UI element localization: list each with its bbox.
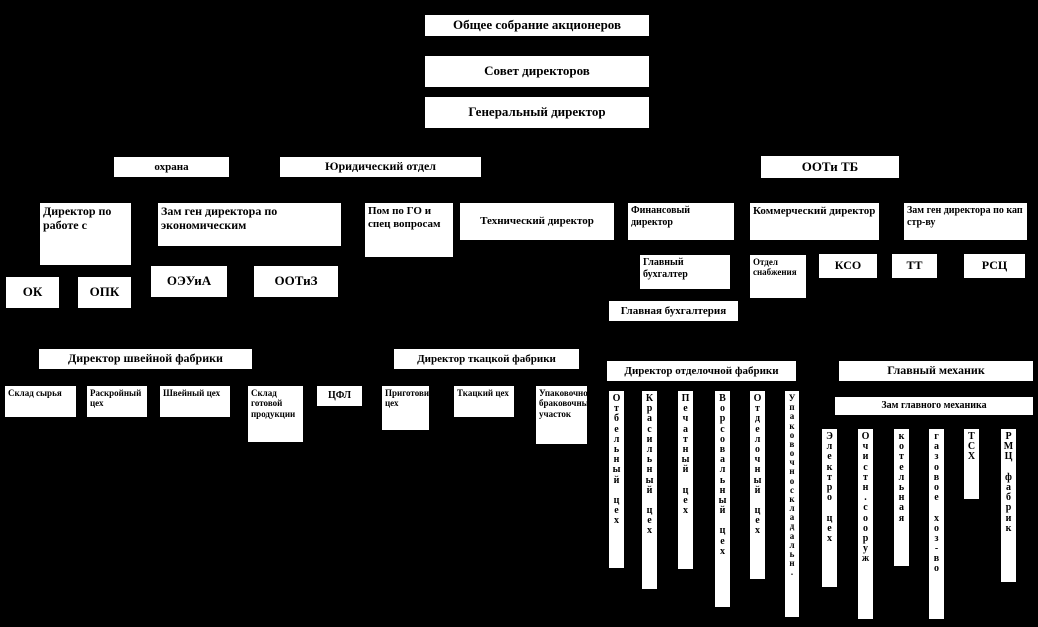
node-kso: КСО [818,253,878,279]
node-deputy-chief-mechanic: Зам главного механика [834,396,1034,416]
node-director-finishing-factory: Директор отделочной фабрики [606,360,797,382]
node-ok: ОК [5,276,60,309]
node-tsh: Т С Х [963,428,980,500]
node-commercial-director: Коммерческий директор [749,202,880,241]
node-ootiz: ООТиЗ [253,265,339,298]
node-director-relations: Директор по работе с [39,202,132,266]
node-legal-department: Юридический отдел [279,156,482,178]
node-general-director: Генеральный директор [424,96,650,129]
node-packing-warehouse: У п а к о в о ч н о с к л а д а л ь н . [784,390,800,618]
node-board-of-directors: Совет директоров [424,55,650,88]
node-printing-shop: П е ч а т н ы й ц е х [677,390,694,570]
node-oot-tb: ООТи ТБ [760,155,900,179]
node-supply-department: Отдел снабжения [749,254,807,299]
node-tt: ТТ [891,253,938,279]
node-cfl: ЦФЛ [316,385,363,407]
node-rmc-factories: Р М Ц ф а б р и к [1000,428,1017,583]
node-gas-facilities: г а з о в о е х о з - в о [928,428,945,620]
node-treatment-facilities: О ч и с т н . с о о р у ж [857,428,874,620]
node-director-sewing-factory: Директор швейной фабрики [38,348,253,370]
node-dyeing-shop: К р а с и л ь н ы й ц е х [641,390,658,590]
node-main-accounting: Главная бухгалтерия [608,300,739,322]
node-electro-shop: Э л е к т р о ц е х [821,428,838,588]
node-assistant-go: Пом по ГО и спец вопросам [364,202,454,258]
node-sewing-shop: Швейный цех [159,385,231,418]
node-napping-shop: В о р с о в а л ь н ы й ц е х [714,390,731,608]
node-weaving-shop: Ткацкий цех [453,385,515,418]
node-deputy-economics: Зам ген директора по экономическим [157,202,342,247]
node-boiler-house: к о т е л ь н а я [893,428,910,567]
node-security: охрана [113,156,230,178]
node-shareholders-meeting: Общее собрание акционеров [424,14,650,37]
node-preparation-shop: Приготовительный цех [381,385,430,431]
node-opk: ОПК [77,276,132,309]
node-director-weaving-factory: Директор ткацкой фабрики [393,348,580,370]
node-packing-inspection-section: Упаковочно-браковочный участок [535,385,588,445]
node-finished-goods-warehouse: Склад готовой продукции [247,385,304,443]
node-rsc: РСЦ [963,253,1026,279]
node-finishing-shop: О т д е л о ч н ы й ц е х [749,390,766,580]
node-chief-mechanic: Главный механик [838,360,1034,382]
node-oeuia: ОЭУиА [150,265,228,298]
node-raw-material-warehouse: Склад сырья [4,385,77,418]
node-cutting-shop: Раскройный цех [86,385,148,418]
node-chief-accountant: Главный бухгалтер [639,254,731,290]
node-bleaching-shop: О т б е л ь н ы й ц е х [608,390,625,569]
node-deputy-capital-construction: Зам ген директора по кап стр-ву [903,202,1028,241]
node-technical-director: Технический директор [459,202,615,241]
node-financial-director: Финансовый директор [627,202,735,241]
